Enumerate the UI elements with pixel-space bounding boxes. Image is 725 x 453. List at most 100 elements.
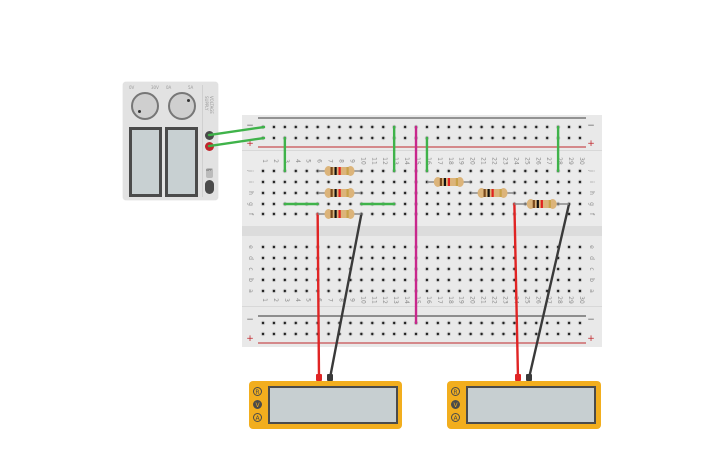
hole-center	[469, 256, 472, 260]
resistor-1[interactable]	[317, 166, 362, 176]
hole-center	[502, 267, 505, 271]
hole-center	[382, 180, 385, 184]
hole-center	[327, 202, 330, 206]
hole-center	[545, 212, 549, 216]
voltage-mode-button[interactable]: V	[451, 400, 460, 409]
hole-center	[469, 321, 472, 325]
current-mode-button[interactable]: A	[253, 413, 262, 422]
hole-center	[545, 191, 549, 195]
row-letter: b	[247, 278, 254, 282]
resistance-mode-button[interactable]: R	[253, 387, 262, 396]
hole-center	[502, 125, 505, 129]
current-mode-button[interactable]: A	[451, 413, 460, 422]
hole-center	[567, 289, 571, 293]
hole-center	[567, 278, 571, 282]
voltage-knob[interactable]	[131, 92, 159, 120]
rail-plus-label: +	[246, 139, 254, 149]
hole-center	[371, 180, 374, 184]
hole-center	[272, 180, 276, 184]
hole-center	[371, 289, 374, 293]
hole-center	[458, 212, 461, 216]
resistance-mode-button[interactable]: R	[451, 387, 460, 396]
hole-center	[578, 278, 582, 282]
column-number: 8	[338, 298, 345, 302]
multimeter-1[interactable]: R V A	[249, 381, 402, 429]
column-number: 4	[294, 298, 301, 302]
column-number: 19	[458, 157, 465, 165]
hole-center	[360, 180, 363, 184]
hole-center	[480, 245, 483, 249]
resistor-6[interactable]	[514, 199, 570, 209]
supply-negative-wire	[207, 125, 266, 137]
voltage-mode-button[interactable]: V	[253, 400, 262, 409]
row-letter: i	[247, 181, 254, 183]
resistor-5[interactable]	[470, 188, 515, 198]
hole-center	[360, 125, 363, 129]
hole-center	[567, 169, 571, 173]
hole-center	[382, 256, 385, 260]
hole-center	[382, 212, 385, 216]
hole-center	[436, 125, 440, 129]
hole-center	[425, 212, 429, 216]
current-knob[interactable]	[168, 92, 196, 120]
hole-center	[392, 212, 396, 216]
hole-center	[327, 245, 330, 249]
hole-center	[305, 212, 308, 216]
resistor-4[interactable]	[426, 177, 471, 187]
hole-center	[556, 212, 560, 216]
hole-center	[327, 136, 330, 140]
column-number: 11	[370, 296, 377, 304]
hole-center	[305, 245, 308, 249]
column-number: 7	[327, 298, 334, 302]
row-letter: a	[588, 289, 595, 293]
hole-center	[436, 256, 440, 260]
column-number: 6	[316, 159, 323, 163]
hole-center	[480, 289, 483, 293]
hole-center	[458, 332, 461, 336]
hole-center	[360, 245, 363, 249]
hole-center	[338, 278, 341, 282]
column-number: 12	[381, 157, 388, 165]
row-letter: c	[247, 267, 254, 270]
hole-center	[535, 256, 538, 260]
hole-center	[524, 125, 527, 129]
hole-center	[502, 289, 505, 293]
hole-center	[403, 180, 407, 184]
resistor-band	[338, 210, 341, 218]
hole-center	[578, 267, 582, 271]
hole-center	[327, 332, 330, 336]
switch-label: OFF	[206, 168, 213, 178]
row-letter: g	[247, 202, 254, 206]
hole-center	[305, 289, 308, 293]
hole-center	[502, 180, 505, 184]
resistor-band	[443, 178, 447, 186]
hole-center	[360, 267, 363, 271]
hole-center	[491, 202, 494, 206]
hole-center	[535, 267, 538, 271]
hole-center	[371, 278, 374, 282]
hole-center	[382, 332, 385, 336]
hole-center	[458, 125, 461, 129]
resistor-3[interactable]	[317, 209, 362, 219]
hole-center	[272, 332, 276, 336]
column-number: 13	[392, 296, 399, 304]
column-number: 18	[447, 296, 454, 304]
hole-center	[567, 180, 571, 184]
hole-center	[272, 169, 276, 173]
resistor-band	[483, 189, 486, 197]
resistor-band	[491, 189, 494, 197]
hole-center	[294, 169, 297, 173]
hole-center	[491, 321, 494, 325]
hole-center	[338, 289, 341, 293]
hole-center	[371, 212, 374, 216]
multimeter-2[interactable]: R V A	[447, 381, 601, 429]
power-switch[interactable]	[205, 180, 214, 194]
hole-center	[305, 191, 308, 195]
hole-center	[382, 125, 385, 129]
row-letter: f	[588, 213, 595, 216]
column-number: 2	[272, 298, 279, 302]
resistor-2[interactable]	[317, 188, 362, 198]
hole-center	[261, 278, 265, 282]
hole-center	[349, 321, 352, 325]
